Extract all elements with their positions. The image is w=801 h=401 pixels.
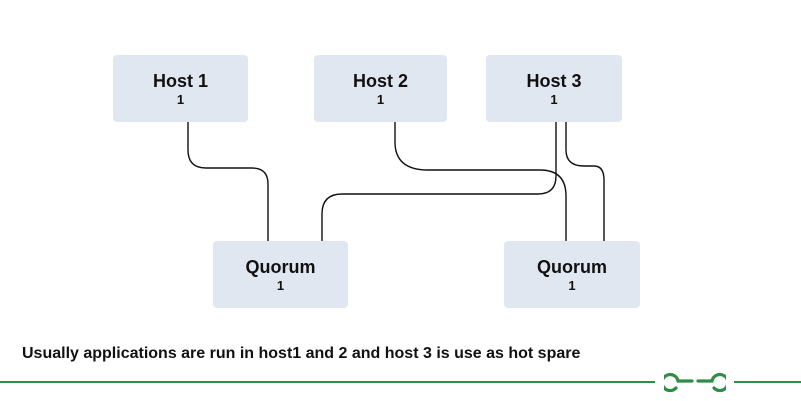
host-3-value: 1 bbox=[550, 91, 558, 107]
geeksforgeeks-logo-icon bbox=[664, 372, 726, 393]
host-3-node: Host 3 1 bbox=[486, 55, 622, 122]
quorum-left-label: Quorum bbox=[245, 256, 316, 277]
host-1-node: Host 1 1 bbox=[113, 55, 248, 122]
diagram-caption: Usually applications are run in host1 an… bbox=[22, 345, 581, 362]
host-1-value: 1 bbox=[176, 91, 185, 107]
edge-host2-quorum2 bbox=[394, 122, 567, 241]
quorum-left-node: Quorum 1 bbox=[213, 241, 348, 308]
host-2-label: Host 2 bbox=[352, 70, 408, 91]
edge-host3-quorum2 bbox=[565, 122, 605, 241]
host-3-label: Host 3 bbox=[526, 70, 582, 91]
quorum-left-value: 1 bbox=[276, 277, 285, 293]
quorum-right-label: Quorum bbox=[537, 256, 607, 277]
edge-host1-quorum1 bbox=[187, 122, 269, 241]
host-1-label: Host 1 bbox=[152, 70, 208, 91]
host-2-node: Host 2 1 bbox=[314, 55, 447, 122]
host-2-value: 1 bbox=[376, 91, 385, 107]
quorum-right-node: Quorum 1 bbox=[504, 241, 640, 308]
quorum-right-value: 1 bbox=[568, 277, 576, 293]
edge-host3-quorum1 bbox=[321, 122, 557, 241]
